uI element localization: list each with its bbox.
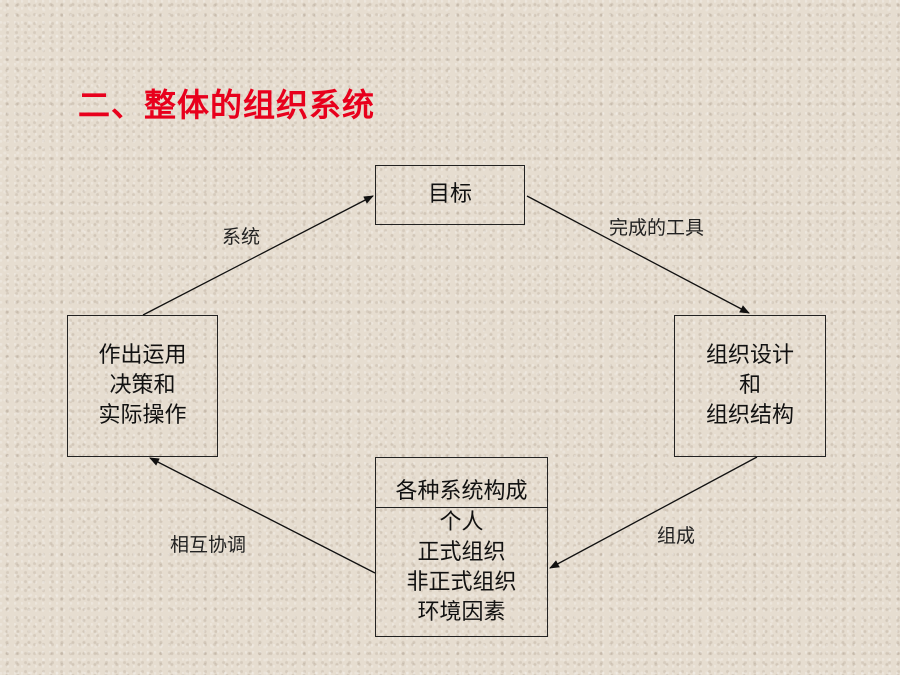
goal-box: 目标 — [375, 165, 525, 225]
edge-label-system: 系统 — [222, 226, 261, 248]
components-header: 各种系统构成 — [376, 458, 547, 508]
arrow-org-design-to-components — [549, 456, 758, 569]
org-design-box: 组织设计 和 组织结构 — [674, 315, 826, 457]
components-box: 各种系统构成 个人 正式组织 非正式组织 环境因素 — [375, 457, 548, 637]
arrow-goal-to-org-design — [526, 195, 750, 314]
org-design-line: 和 — [738, 373, 761, 398]
edge-label-compose: 组成 — [657, 525, 696, 547]
decision-line: 实际操作 — [98, 403, 187, 428]
decision-line: 作出运用 — [98, 343, 187, 368]
org-design-line: 组织设计 — [705, 343, 794, 368]
arrow-components-to-decision — [149, 457, 376, 574]
edge-label-tools: 完成的工具 — [609, 217, 705, 239]
slide-title: 二、整体的组织系统 — [78, 86, 376, 124]
decision-line: 决策和 — [109, 373, 176, 398]
component-item: 环境因素 — [417, 600, 506, 625]
components-list: 个人 正式组织 非正式组织 环境因素 — [406, 508, 516, 628]
org-design-line: 组织结构 — [705, 403, 794, 428]
arrow-decision-to-goal — [142, 195, 374, 316]
decision-box: 作出运用 决策和 实际操作 — [67, 315, 218, 457]
component-item: 非正式组织 — [406, 570, 517, 595]
goal-label: 目标 — [427, 182, 472, 207]
edge-label-coordinate: 相互协调 — [170, 534, 247, 556]
component-item: 正式组织 — [417, 540, 506, 565]
component-item: 个人 — [439, 510, 484, 535]
